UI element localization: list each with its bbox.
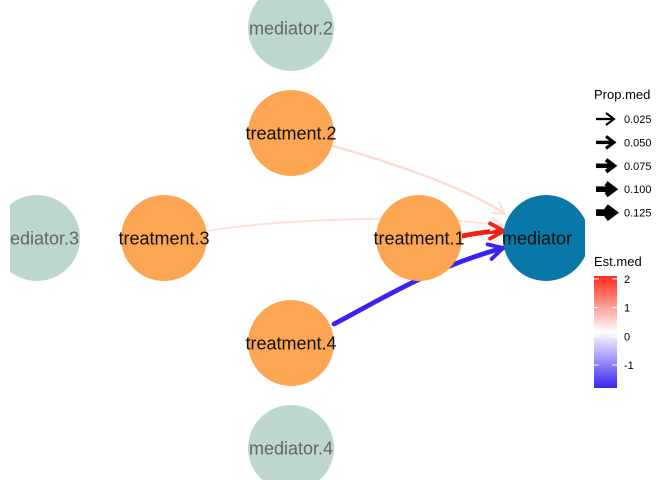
legend-est-med-title: Est.med xyxy=(594,254,642,269)
node-treatment-3-circle xyxy=(121,195,207,281)
node-treatment-2: treatment.2 xyxy=(245,90,337,176)
legend-prop-med: Prop.med 0.025 0.050 0.075 0.100 0.125 xyxy=(594,87,652,222)
node-mediator-4: mediator.4 xyxy=(248,405,334,480)
legend-est-med-tick-label: 1 xyxy=(624,303,630,315)
legend-prop-med-title: Prop.med xyxy=(594,87,650,102)
edge-treatment-3-to-mediator xyxy=(206,217,504,232)
node-mediator-4-label: mediator.4 xyxy=(249,439,333,459)
edge-treatment-4-to-mediator xyxy=(331,245,506,327)
node-mediator-2-label: mediator.2 xyxy=(249,19,333,39)
node-treatment-4: treatment.4 xyxy=(245,300,337,386)
legend-prop-med-label: 0.050 xyxy=(624,137,652,149)
node-treatment-4-circle xyxy=(248,300,334,386)
node-mediator-3-label: mediator.3 xyxy=(0,229,79,249)
node-treatment-3-label: treatment.3 xyxy=(118,229,209,249)
legend-prop-med-arrowhead xyxy=(605,112,616,126)
legend-prop-med-label: 0.125 xyxy=(624,208,652,220)
legend-est-med-colorbar xyxy=(594,276,617,388)
node-treatment-2-label: treatment.2 xyxy=(245,124,336,144)
node-treatment-1: treatment.1 xyxy=(373,195,465,281)
node-mediator-1-circle xyxy=(503,195,585,281)
legend-prop-med-arrowhead xyxy=(604,204,620,222)
legend-prop-med-label: 0.075 xyxy=(624,161,652,173)
legend-prop-med-arrowhead xyxy=(604,158,618,174)
legend-prop-med-arrowhead xyxy=(605,135,617,150)
edge-layer xyxy=(206,144,507,327)
node-treatment-3: treatment.3 xyxy=(118,195,210,281)
node-mediator-1: mediator xyxy=(502,195,585,281)
node-mediator-3-circle xyxy=(10,195,80,281)
edge-treatment-2-arrowhead xyxy=(490,201,506,215)
node-treatment-4-label: treatment.4 xyxy=(245,334,336,354)
edge-treatment-3-arrowhead xyxy=(489,217,504,232)
node-treatment-1-label: treatment.1 xyxy=(373,229,464,249)
node-mediator-1-label: mediator xyxy=(502,229,572,249)
edge-treatment-2-to-mediator xyxy=(331,144,507,216)
legend-prop-med-label: 0.100 xyxy=(624,184,652,196)
node-treatment-1-circle xyxy=(376,195,462,281)
legend-est-med-tick-label: 2 xyxy=(624,274,630,286)
edge-treatment-4-arrowhead xyxy=(485,242,505,261)
node-mediator-4-circle xyxy=(248,405,334,480)
legend-est-med: Est.med 2 1 0 -1 xyxy=(594,254,642,388)
legend-est-med-tick-label: -1 xyxy=(624,360,634,372)
node-treatment-2-circle xyxy=(248,90,334,176)
node-mediator-2-circle xyxy=(248,0,334,71)
legend-prop-med-arrowhead xyxy=(604,181,619,198)
legend-prop-med-label: 0.025 xyxy=(624,114,652,126)
node-mediator-2: mediator.2 xyxy=(248,0,334,71)
node-mediator-3: mediator.3 xyxy=(0,195,80,281)
legend-est-med-tick-label: 0 xyxy=(624,331,630,343)
